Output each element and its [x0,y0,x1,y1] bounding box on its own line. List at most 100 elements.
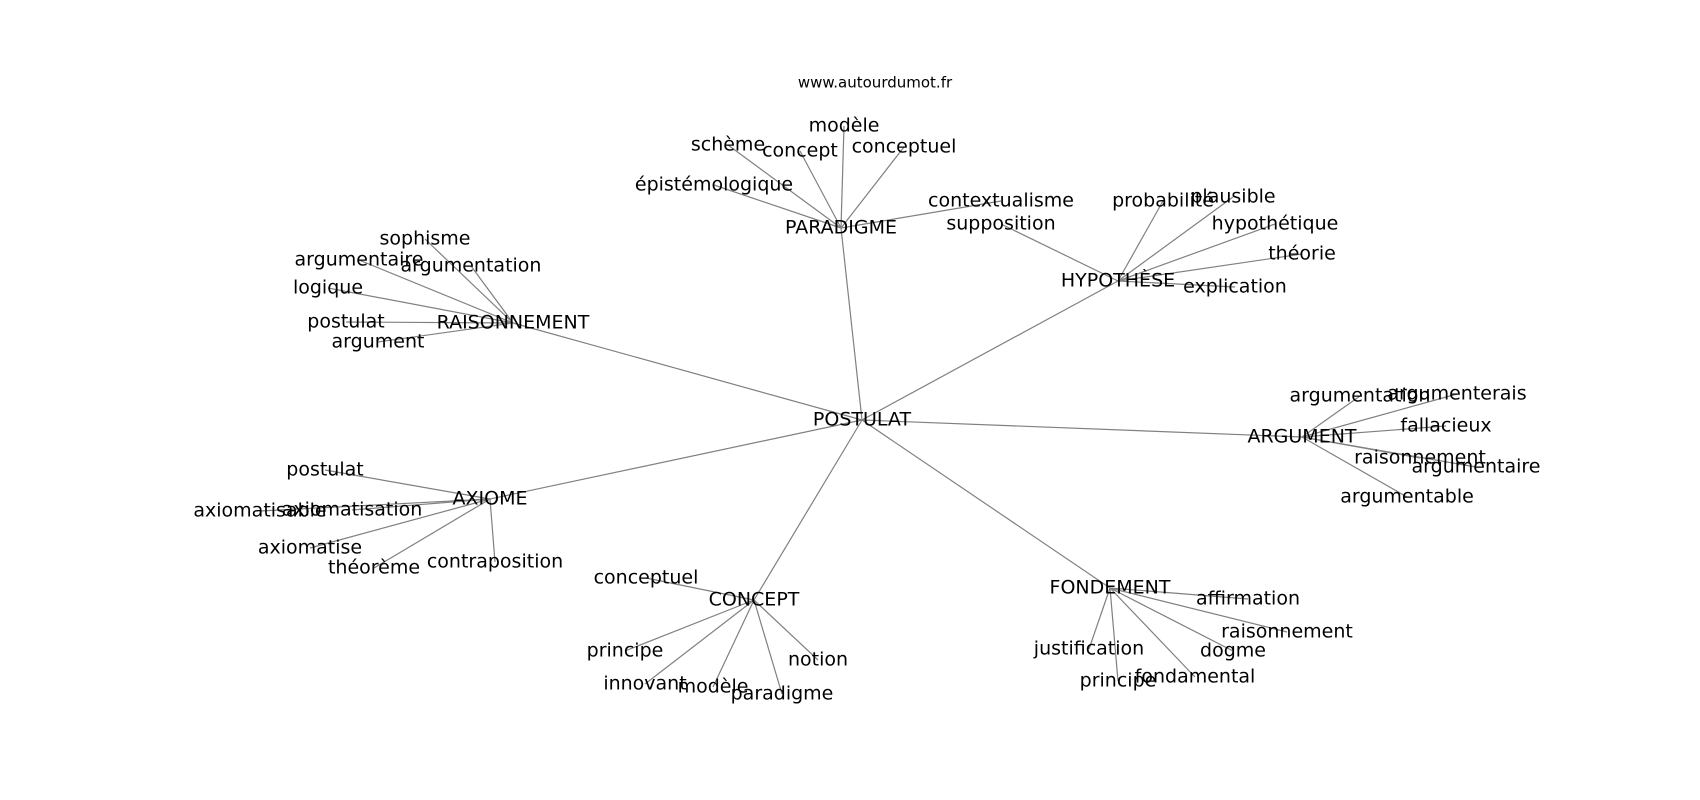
leaf-node: plausible [1190,186,1275,208]
leaf-node: théorème [328,557,420,579]
center-node: POSTULAT [813,409,912,431]
edge-argument-leaf [1301,436,1408,498]
leaf-node: modèle [809,115,880,137]
edge-argument-leaf [1301,395,1361,438]
hub-node-argument: ARGUMENT [1247,426,1356,448]
edge-paradigme-leaf [840,200,1002,229]
edge-raisonnement-leaf [345,321,514,324]
leaf-node: schème [691,134,765,156]
edge-axiome-leaf [489,498,496,563]
edge-concept-leaf [644,599,755,685]
leaf-node: explication [1183,276,1287,298]
leaf-node: affirmation [1196,588,1300,610]
edge-paradigme-leaf [840,125,845,229]
edge-hypothese-leaf [1117,200,1164,282]
leaf-node: hypothétique [1212,213,1339,235]
edge-argument-leaf [1301,393,1458,438]
edge-center-raisonnement [512,322,863,421]
leaf-node: argumentaire [295,249,424,271]
leaf-node: postulat [307,311,384,333]
edge-axiome-leaf [324,469,491,500]
hub-node-axiome: AXIOME [453,488,528,510]
leaf-node: axiomatisation [282,499,423,521]
edge-paradigme-leaf [727,144,842,229]
leaf-node: sophisme [379,228,470,250]
hub-node-hypothese: HYPOTHÈSE [1061,269,1175,292]
leaf-node: fallacieux [1400,415,1491,437]
graph-edges [259,125,1477,695]
edge-concept-leaf [645,577,755,601]
leaf-node: supposition [946,213,1055,235]
leaf-node: axiomatise [258,537,362,559]
leaf-node: paradigme [731,683,834,705]
leaf-node: argumentation [401,255,542,277]
edge-fondement-leaf [1088,587,1111,650]
leaf-node: postulat [286,459,363,481]
edge-center-paradigme [840,227,863,421]
hub-node-fondement: FONDEMENT [1050,577,1171,599]
leaf-node: contraposition [427,551,563,573]
edge-raisonnement-leaf [470,265,514,324]
leaf-node: argumenterais [1387,383,1526,405]
leaf-node: argumentation [1290,385,1431,407]
leaf-node: argumentable [1340,486,1474,508]
edge-hypothese-leaf [1117,280,1236,288]
hub-node-raisonnement: RAISONNEMENT [437,312,590,334]
edge-center-axiome [489,419,863,500]
edge-raisonnement-leaf [358,259,514,324]
edge-axiome-leaf [373,498,491,569]
edge-concept-leaf [753,599,783,695]
edge-argument-leaf [1301,425,1447,438]
edge-center-concept [753,419,863,601]
leaf-node: argumentaire [1412,456,1541,478]
edge-concept-leaf [712,599,755,688]
leaf-node: modèle [678,676,749,698]
edge-concept-leaf [753,599,819,661]
leaf-node: conceptuel [852,136,957,158]
leaf-node: justification [1033,638,1144,660]
leaf-node: axiomatisable [193,500,326,522]
leaf-node: conceptuel [594,567,699,589]
leaf-node: concept [762,140,838,162]
leaf-node: raisonnement [1354,447,1486,469]
leaf-node: théorie [1268,243,1336,265]
leaf-node: contextualisme [928,190,1074,212]
edge-paradigme-leaf [840,146,905,229]
edge-center-fondement [861,419,1111,589]
edge-fondement-leaf [1109,587,1119,682]
leaf-node: notion [788,649,848,671]
edge-fondement-leaf [1109,587,1234,652]
edge-center-hypothese [861,280,1119,421]
leaf-node: probabilité [1112,190,1214,212]
edge-axiome-leaf [309,498,491,549]
leaf-node: argument [332,331,425,353]
edge-raisonnement-leaf [377,322,514,343]
edge-fondement-leaf [1109,587,1288,633]
hub-node-paradigme: PARADIGME [785,217,897,239]
edge-concept-leaf [624,599,755,652]
edge-argument-leaf [1301,436,1477,468]
edge-paradigme-leaf [713,184,842,229]
watermark: www.autourdumot.fr [798,74,953,92]
leaf-node: principe [1080,670,1157,692]
graph-labels: POSTULATPARADIGMEschèmeconceptmodèleconc… [193,115,1540,705]
leaf-node: logique [293,277,363,299]
leaf-node: innovant [603,673,686,695]
leaf-node: principe [587,640,664,662]
leaf-node: raisonnement [1221,621,1353,643]
leaf-node: dogme [1200,640,1266,662]
hub-node-concept: CONCEPT [709,589,800,611]
edge-raisonnement-leaf [424,238,514,324]
edge-axiome-leaf [259,498,491,512]
edge-hypothese-leaf [1117,253,1303,282]
edge-hypothese-leaf [1000,223,1119,282]
edge-fondement-leaf [1109,587,1249,600]
edge-center-argument [861,419,1303,438]
edge-hypothese-leaf [1117,196,1234,282]
edge-paradigme-leaf [799,150,842,229]
leaf-node: épistémologique [635,174,793,196]
edge-raisonnement-leaf [327,287,514,324]
edge-fondement-leaf [1109,587,1196,678]
edge-hypothese-leaf [1117,223,1276,282]
